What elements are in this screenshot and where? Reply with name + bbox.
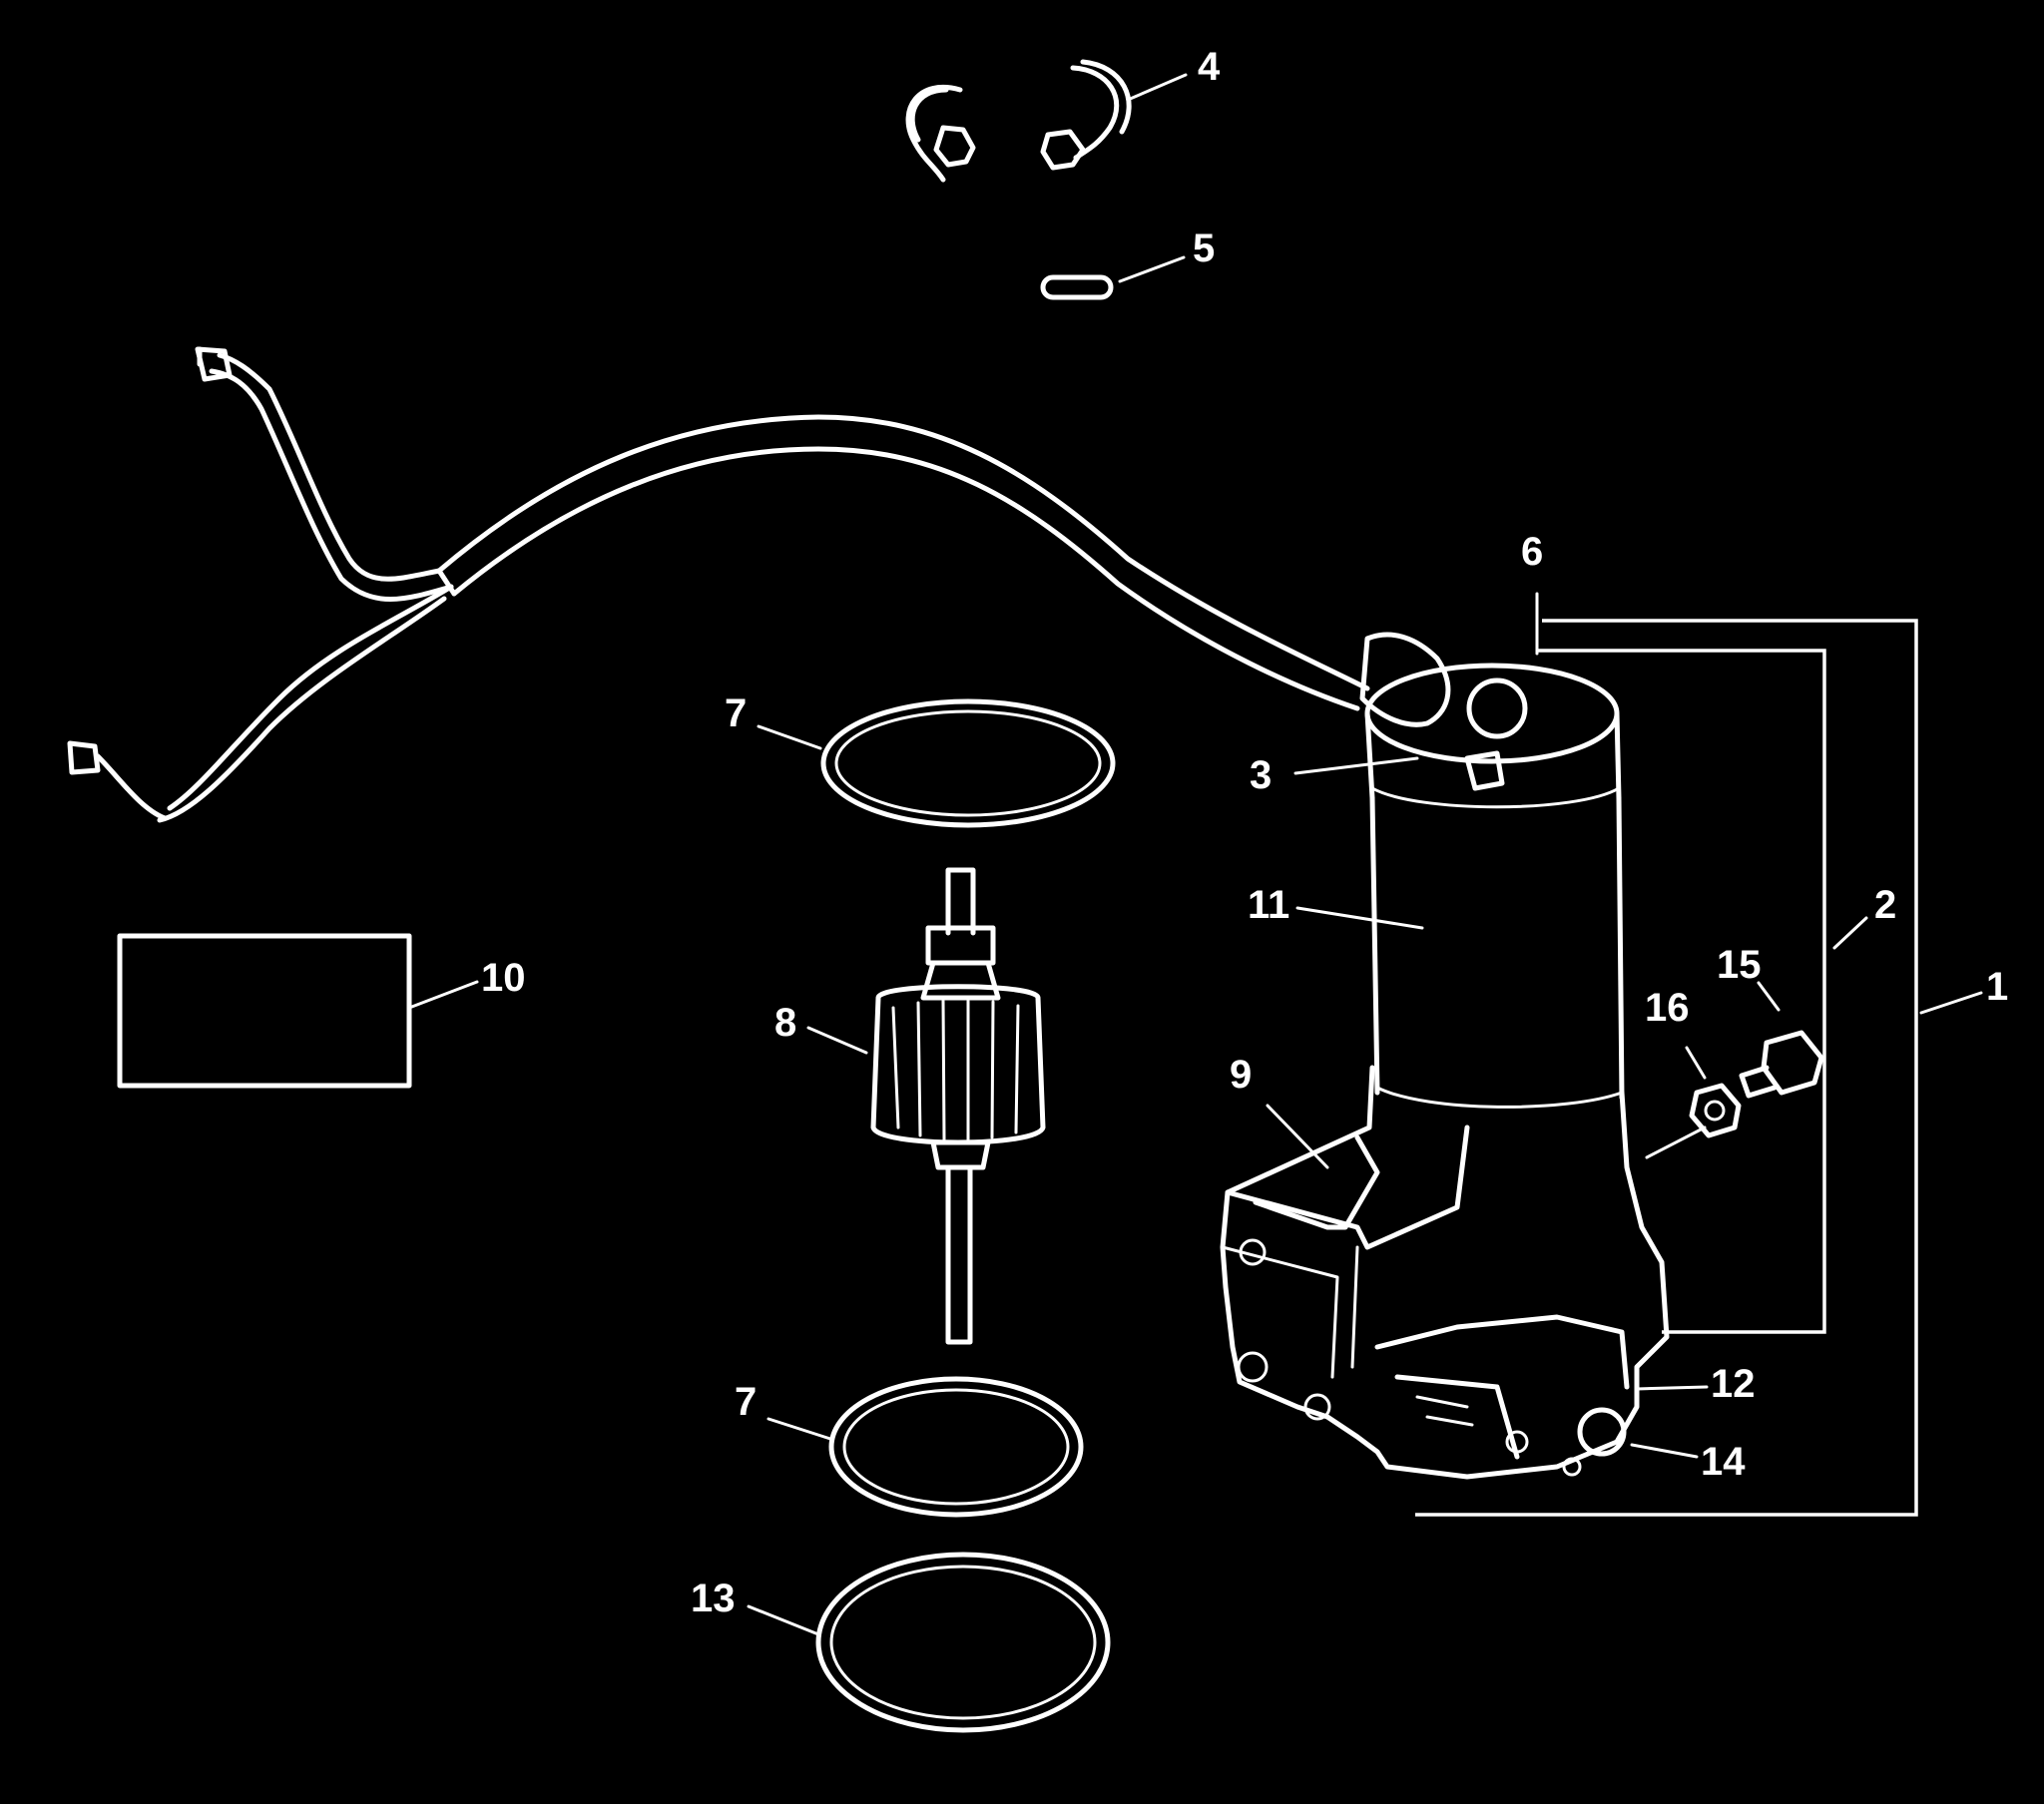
part-7-o-ring-lower bbox=[828, 1376, 1084, 1518]
motor-assembly bbox=[1220, 663, 1670, 1480]
callout-15: 15 bbox=[1717, 943, 1762, 987]
callout-3: 3 bbox=[1250, 753, 1272, 797]
callout-1: 1 bbox=[1986, 965, 2008, 1009]
callout-6: 6 bbox=[1521, 530, 1543, 574]
callout-labels: 1 2 3 4 5 6 7 7 8 9 10 11 12 13 14 15 16 bbox=[481, 45, 2008, 1620]
part-8-armature bbox=[870, 867, 1046, 1345]
wire-harness bbox=[67, 346, 1451, 823]
callout-14: 14 bbox=[1701, 1440, 1746, 1484]
part-16-nut bbox=[1689, 1083, 1742, 1138]
part-4-wire-clips bbox=[905, 59, 1132, 183]
callout-8: 8 bbox=[774, 1001, 796, 1045]
callout-5: 5 bbox=[1193, 226, 1215, 270]
callout-11: 11 bbox=[1248, 883, 1289, 927]
callout-4: 4 bbox=[1198, 45, 1221, 89]
part-13-o-ring bbox=[815, 1552, 1111, 1733]
assembly-bracket-2 bbox=[1537, 649, 1826, 1334]
leader-lines bbox=[407, 73, 1983, 1636]
callout-16: 16 bbox=[1645, 986, 1690, 1030]
part-10-decal bbox=[117, 933, 412, 1089]
callout-13: 13 bbox=[691, 1577, 736, 1620]
callout-10: 10 bbox=[481, 956, 526, 1000]
callout-7-upper: 7 bbox=[725, 691, 747, 735]
callout-9: 9 bbox=[1230, 1053, 1252, 1097]
callout-7-lower: 7 bbox=[735, 1380, 757, 1424]
part-7-o-ring-upper bbox=[820, 698, 1116, 828]
part-15-bolt bbox=[1739, 1030, 1824, 1099]
callout-12: 12 bbox=[1711, 1362, 1756, 1406]
assembly-bracket-1 bbox=[1415, 619, 1918, 1517]
part-5-pin bbox=[1040, 274, 1114, 300]
callout-2: 2 bbox=[1874, 883, 1896, 927]
